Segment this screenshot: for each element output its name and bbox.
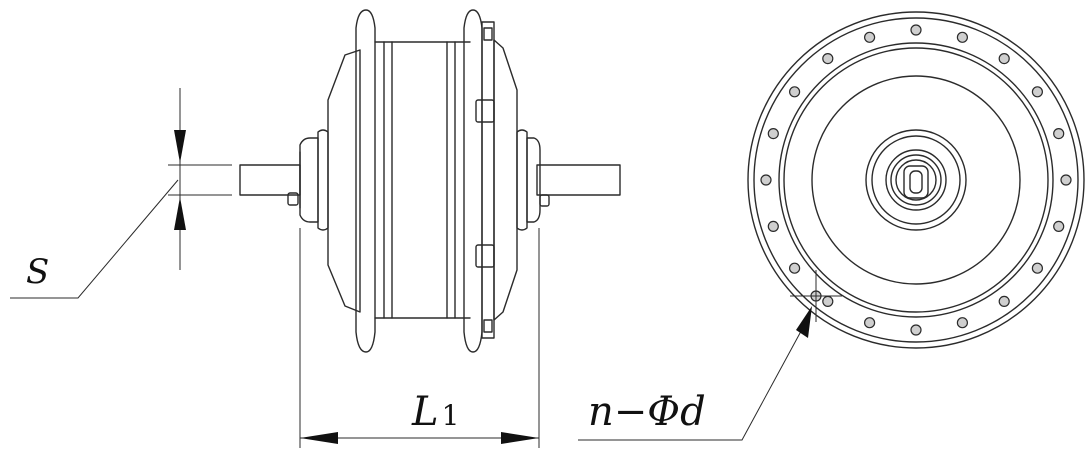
n-phi-d-callout: n−Φd xyxy=(578,306,812,441)
bolt-hole xyxy=(863,31,876,43)
bolt-hole xyxy=(822,52,834,65)
left-axle xyxy=(239,164,301,196)
l1-label-main: L xyxy=(411,389,439,435)
bolt-hole xyxy=(760,174,772,186)
outer-flange-circle xyxy=(747,11,1085,349)
bolt-hole xyxy=(1060,174,1072,186)
s-arrow-top xyxy=(174,130,186,163)
bolt-hole xyxy=(1053,128,1065,140)
right-axle xyxy=(536,164,621,196)
bolt-hole xyxy=(863,317,876,329)
bolt-hole xyxy=(1031,262,1044,274)
bolt-hole xyxy=(767,128,779,140)
bolt-hole xyxy=(1053,220,1065,232)
bolt-hole xyxy=(788,86,801,98)
s-arrow-bottom xyxy=(174,197,186,230)
bolt-hole xyxy=(788,262,801,274)
n-phi-d-label: n−Φd xyxy=(588,389,706,435)
s-leader-line xyxy=(10,179,179,299)
left-bearing-cap xyxy=(287,129,329,231)
l1-label-subscript: 1 xyxy=(442,399,460,432)
bolt-hole-ring xyxy=(760,24,1072,336)
bolt-hole xyxy=(910,324,922,336)
hub-motor-front-view xyxy=(747,11,1085,349)
hub-motor-side-view xyxy=(239,9,621,353)
bolt-hole xyxy=(767,220,779,232)
bolt-hole xyxy=(998,295,1010,307)
s-label: S xyxy=(26,252,49,292)
s-dimension: S xyxy=(10,88,232,299)
bolt-hole xyxy=(956,317,969,329)
bolt-hole xyxy=(956,31,969,43)
bolt-hole xyxy=(998,52,1010,65)
right-bearing-cap xyxy=(516,129,550,231)
bolt-hole xyxy=(910,24,922,36)
hub-body xyxy=(327,9,518,353)
n-phi-d-arrow xyxy=(796,306,812,338)
l1-arrow-right xyxy=(501,432,539,444)
bolt-hole xyxy=(822,295,834,307)
l1-arrow-left xyxy=(300,432,338,444)
bolt-hole xyxy=(1031,86,1044,98)
axle-end xyxy=(903,165,929,199)
